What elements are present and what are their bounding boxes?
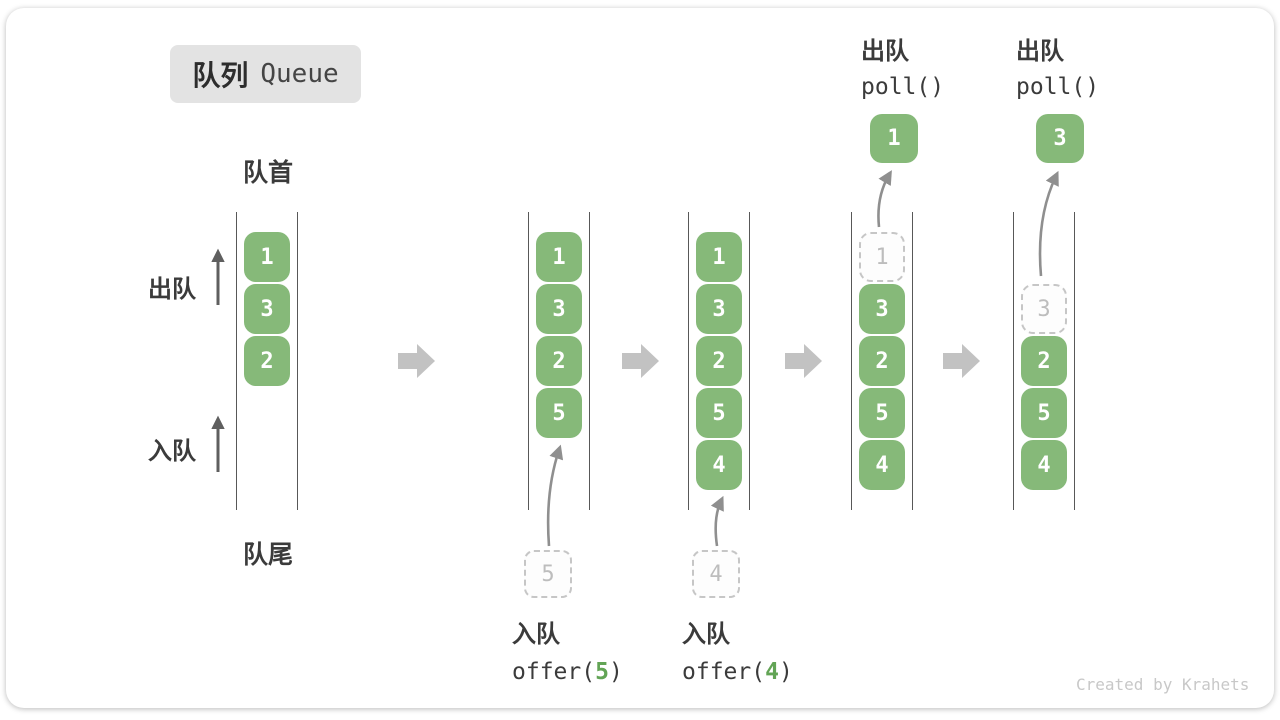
- poll3-zh: 出队: [1016, 38, 1064, 65]
- queue-item: 1: [536, 232, 582, 282]
- removed-item-placeholder: 1: [859, 232, 905, 282]
- queue-item: 2: [244, 336, 290, 386]
- flow-arrow-icon: [943, 344, 980, 378]
- queue-column-1: 1 3 2: [236, 212, 298, 510]
- queue-item: 3: [536, 284, 582, 334]
- title-en: Queue: [260, 59, 339, 89]
- queue-column-3: 1 3 2 5 4: [688, 212, 750, 510]
- poll3-label: 出队 poll(): [1016, 31, 1099, 100]
- queue-column-5: 3 2 5 4: [1013, 212, 1075, 510]
- queue-item: 1: [696, 232, 742, 282]
- queue-item: 5: [859, 388, 905, 438]
- flow-arrow-icon: [622, 344, 659, 378]
- poll1-zh: 出队: [861, 38, 909, 65]
- poll1-code: poll(): [861, 74, 945, 100]
- queue-item: 4: [1021, 440, 1067, 490]
- enqueue4-label: 入队 offer(4): [682, 614, 793, 685]
- flow-arrow-icon: [398, 344, 435, 378]
- removed-item-placeholder: 3: [1021, 284, 1067, 334]
- queue-item: 2: [859, 336, 905, 386]
- queue-item: 3: [696, 284, 742, 334]
- queue-item: 5: [696, 388, 742, 438]
- queue-item: 4: [859, 440, 905, 490]
- enqueue5-zh: 入队: [512, 621, 560, 648]
- queue-column-4: 1 3 2 5 4: [851, 212, 913, 510]
- queue-item: 5: [536, 388, 582, 438]
- title-badge: 队列 Queue: [170, 45, 361, 103]
- dequeued-item: 1: [870, 114, 918, 163]
- pending-item: 5: [524, 550, 572, 598]
- queue-item: 2: [536, 336, 582, 386]
- poll1-label: 出队 poll(): [861, 31, 944, 100]
- enqueue-side-label: 入队: [148, 438, 196, 465]
- pending-item: 4: [692, 550, 740, 598]
- poll3-code: poll(): [1016, 74, 1100, 100]
- flow-arrow-icon: [785, 344, 822, 378]
- enqueue5-label: 入队 offer(5): [512, 614, 623, 685]
- enqueue4-code: offer(4): [682, 659, 793, 685]
- queue-item: 5: [1021, 388, 1067, 438]
- title-zh: 队列: [192, 60, 249, 91]
- queue-item: 2: [1021, 336, 1067, 386]
- queue-item: 1: [244, 232, 290, 282]
- queue-item: 2: [696, 336, 742, 386]
- queue-column-2: 1 3 2 5: [528, 212, 590, 510]
- enqueue4-zh: 入队: [682, 621, 730, 648]
- dequeued-item: 3: [1036, 114, 1084, 163]
- queue-item: 3: [859, 284, 905, 334]
- queue-item: 4: [696, 440, 742, 490]
- enqueue5-code: offer(5): [512, 659, 623, 685]
- dequeue-side-label: 出队: [148, 276, 196, 303]
- watermark: Created by Krahets: [1076, 675, 1250, 694]
- queue-rear-label: 队尾: [242, 541, 293, 569]
- queue-item: 3: [244, 284, 290, 334]
- queue-front-label: 队首: [242, 159, 293, 187]
